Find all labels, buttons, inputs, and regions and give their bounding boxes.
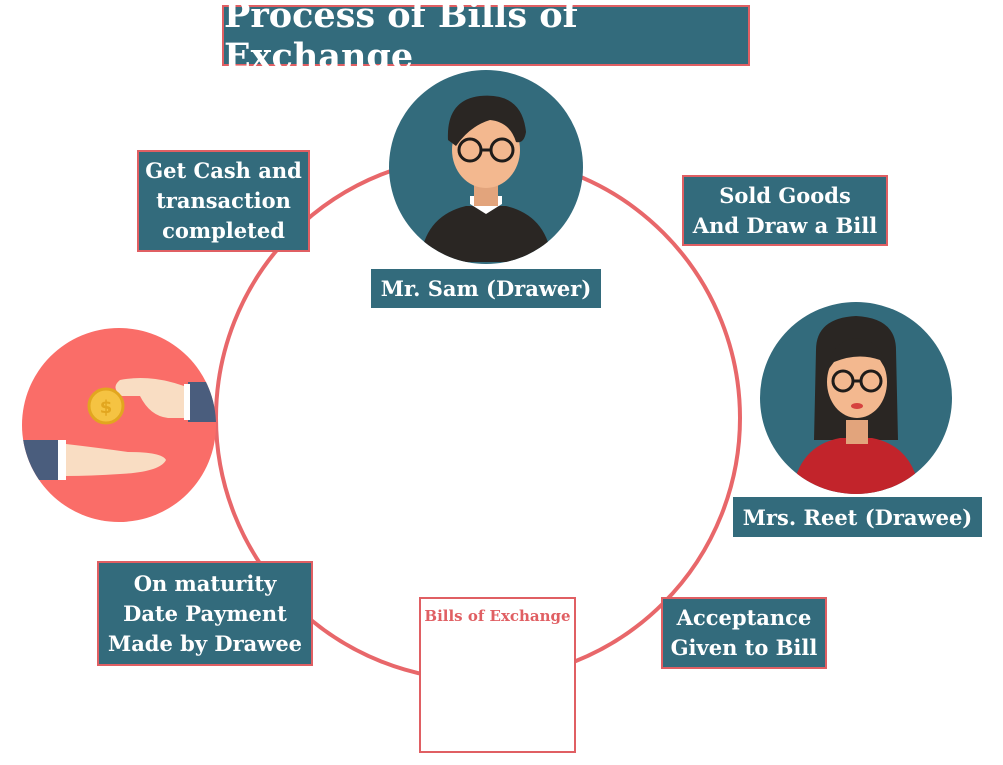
step-sold-goods: Sold Goods And Draw a Bill — [682, 175, 888, 246]
drawer-label: Mr. Sam (Drawer) — [371, 269, 601, 308]
bill-document-icon: Bills of Exchange — [419, 597, 576, 753]
step-maturity-payment: On maturity Date Payment Made by Drawee — [97, 561, 313, 666]
page-title: Process of Bills of Exchange — [222, 0, 750, 77]
drawee-label: Mrs. Reet (Drawee) — [733, 497, 982, 537]
cash-payment-icon: $ — [22, 328, 216, 522]
bill-document-title: Bills of Exchange — [424, 607, 571, 625]
step-get-cash: Get Cash and transaction completed — [137, 150, 310, 252]
step-acceptance: Acceptance Given to Bill — [661, 597, 827, 669]
coin-icon: $ — [87, 387, 125, 425]
drawee-avatar-icon — [760, 302, 952, 494]
drawer-avatar-icon — [389, 70, 583, 264]
svg-text:$: $ — [100, 397, 113, 418]
